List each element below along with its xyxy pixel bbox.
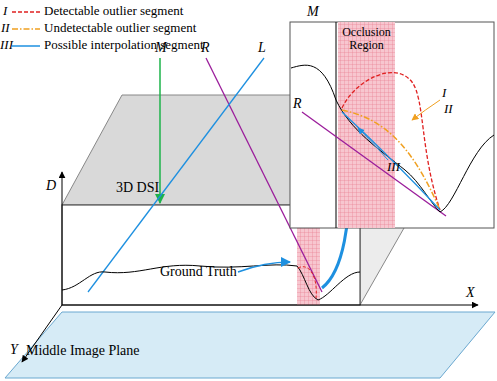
volume-label: 3D DSI [116, 180, 159, 195]
ray-label: R [201, 40, 210, 55]
occlusion-band: Occlusion Region [338, 26, 395, 52]
segment-numeral: I [442, 86, 446, 100]
axis-label: D [46, 178, 56, 193]
legend-numeral: I [3, 4, 7, 18]
ray-label: R [293, 96, 302, 111]
legend-numeral: II [1, 21, 10, 35]
legend-numeral: III [0, 38, 13, 52]
legend-text: Undetectable outlier segment [44, 21, 196, 35]
segment-numeral: III [387, 160, 400, 174]
legend-text: Detectable outlier segment [44, 4, 183, 18]
node-text: Occlusion Region [338, 26, 395, 52]
axis-label: X [466, 285, 475, 300]
callout-label: Ground Truth [160, 264, 237, 279]
segment-numeral: II [444, 102, 453, 116]
axis-label: Y [10, 342, 18, 357]
legend-text: Possible interpolation segment [44, 38, 204, 52]
ray-label: L [258, 40, 266, 55]
ray-label: M [155, 40, 167, 55]
ray-label: M [307, 4, 319, 19]
node-text: Middle Image Plane [26, 343, 206, 358]
image-plane: Middle Image Plane [26, 343, 206, 358]
